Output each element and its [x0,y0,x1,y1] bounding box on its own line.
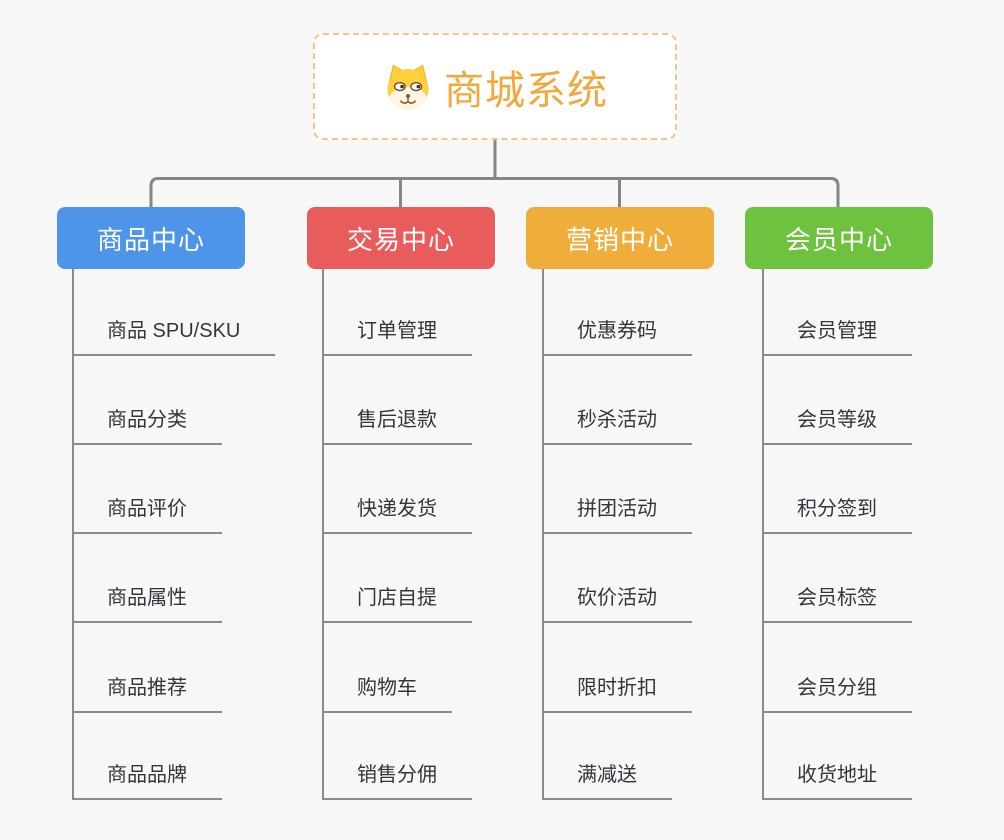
topic-item[interactable]: 秒杀活动 [542,407,692,445]
branch-bus-line [149,177,840,207]
branch-header-member[interactable]: 会员中心 [745,207,933,269]
branch-label: 会员中心 [784,224,893,255]
topic-item[interactable]: 订单管理 [322,318,472,356]
root-topic[interactable]: 商城系统 [313,33,677,140]
branch-label: 交易中心 [346,224,455,255]
topic-item[interactable]: 商品属性 [72,585,222,623]
branch-header-trade[interactable]: 交易中心 [307,207,495,269]
topic-item[interactable]: 会员标签 [762,585,912,623]
topic-item[interactable]: 商品品牌 [72,762,222,800]
branch-spine-trade [322,269,324,800]
topic-item[interactable]: 售后退款 [322,407,472,445]
dog-face-icon [387,64,429,110]
topic-item[interactable]: 商品 SPU/SKU [72,318,276,356]
branch-label: 商品中心 [96,224,205,255]
topic-item[interactable]: 拼团活动 [542,496,692,534]
topic-item[interactable]: 商品评价 [72,496,222,534]
topic-item[interactable]: 满减送 [542,762,672,800]
topic-item[interactable]: 门店自提 [322,585,472,623]
topic-item[interactable]: 会员管理 [762,318,912,356]
branch-spine-marketing [542,269,544,800]
topic-item[interactable]: 砍价活动 [542,585,692,623]
branch-header-marketing[interactable]: 营销中心 [526,207,714,269]
branch-spine-product [72,269,74,800]
topic-item[interactable]: 优惠券码 [542,318,692,356]
topic-item[interactable]: 快递发货 [322,496,472,534]
topic-item[interactable]: 销售分佣 [322,762,472,800]
branch-label: 营销中心 [565,224,674,255]
topic-item[interactable]: 限时折扣 [542,675,692,713]
branch-header-product[interactable]: 商品中心 [57,207,245,269]
topic-item[interactable]: 积分签到 [762,496,912,534]
topic-item[interactable]: 会员分组 [762,675,912,713]
topic-item[interactable]: 购物车 [322,675,452,713]
topic-item[interactable]: 收货地址 [762,762,912,800]
topic-item[interactable]: 商品分类 [72,407,222,445]
root-topic-label: 商城系统 [444,68,608,113]
topic-item[interactable]: 会员等级 [762,407,912,445]
branch-spine-member [762,269,764,800]
topic-item[interactable]: 商品推荐 [72,675,222,713]
